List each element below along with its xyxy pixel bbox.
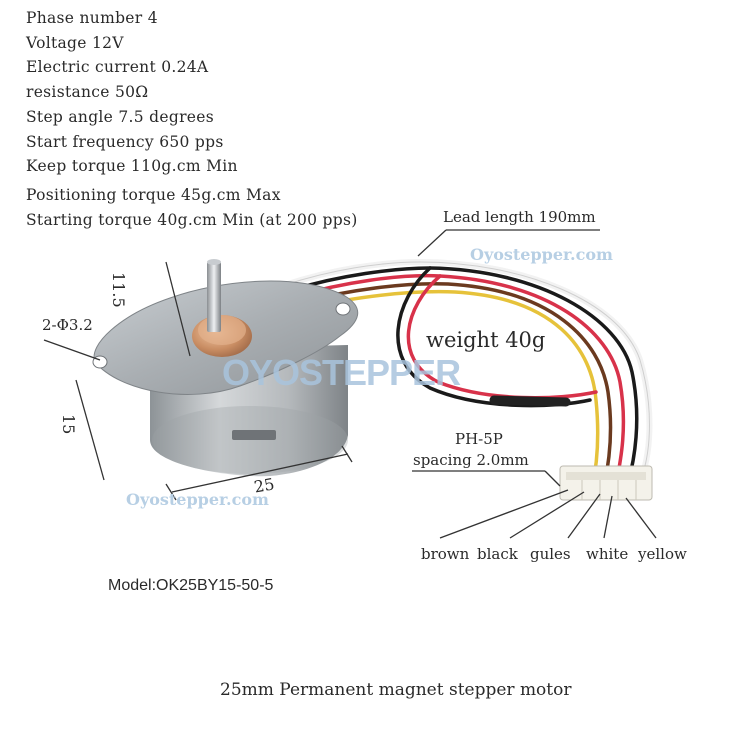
spec-resistance: resistance 50Ω (26, 83, 149, 102)
watermark-brand: OYOSTEPPER (222, 352, 461, 393)
spec-positioning-torque: Positioning torque 45g.cm Max (26, 185, 281, 204)
watermark-site-top: Oyostepper.com (470, 245, 613, 264)
wire-label-black: black (477, 545, 518, 563)
spec-keep-torque: Keep torque 110g.cm Min (26, 157, 238, 176)
spec-phase-number: Phase number 4 (26, 9, 158, 27)
wire-label-white: white (586, 545, 629, 563)
spec-current: Electric current 0.24A (26, 58, 209, 77)
lead-wires (282, 258, 653, 490)
spec-starting-torque: Starting torque 40g.cm Min (at 200 pps) (26, 210, 358, 229)
spec-list: Phase number 4 Voltage 12V Electric curr… (26, 6, 358, 232)
dimension-body-label: 15 (59, 414, 78, 435)
weight-label: weight 40g (426, 328, 546, 352)
dimension-height-label: 11.5 (109, 272, 128, 308)
dimension-lines (43, 229, 657, 539)
ph5p-connector (559, 465, 653, 501)
spec-step-angle: Step angle 7.5 degrees (26, 107, 214, 126)
dimension-diameter-label: 25 (252, 474, 276, 497)
watermark-site-bottom: Oyostepper.com (126, 490, 269, 509)
connector-label: PH-5P (455, 430, 503, 448)
model-label: Model:OK25BY15-50-5 (108, 577, 274, 594)
wire-label-yellow: yellow (638, 545, 687, 563)
spacing-label: spacing 2.0mm (413, 451, 529, 469)
motor-body (92, 259, 358, 477)
lead-length-label: Lead length 190mm (443, 208, 596, 226)
spec-start-frequency: Start frequency 650 pps (26, 132, 224, 151)
spec-voltage: Voltage 12V (26, 33, 124, 52)
wire-label-gules: gules (530, 545, 571, 563)
dimension-hole-label: 2-Φ3.2 (42, 316, 93, 334)
image-caption: 25mm Permanent magnet stepper motor (220, 680, 572, 700)
wire-label-brown: brown (421, 545, 470, 563)
